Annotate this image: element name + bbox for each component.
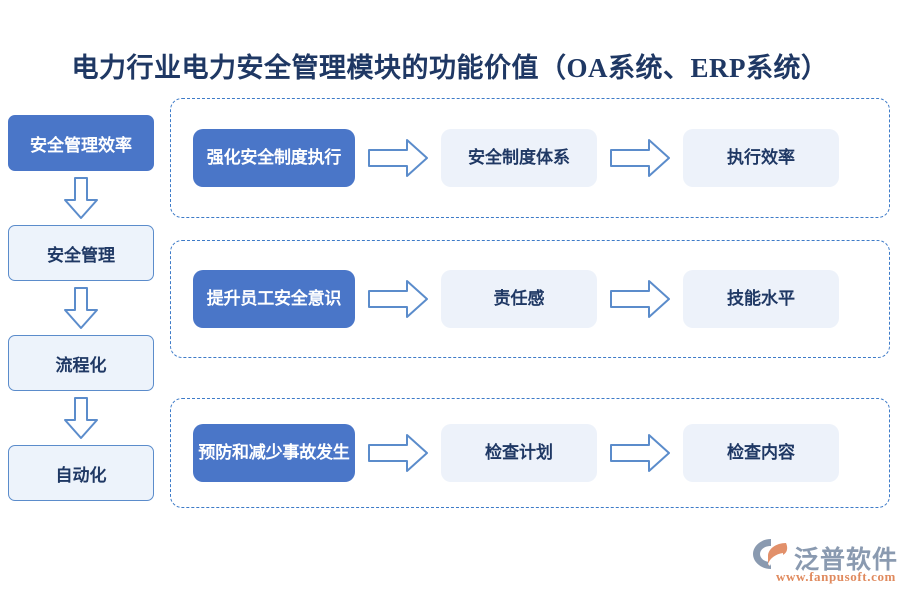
row-1-step-3-label: 执行效率 <box>727 147 795 167</box>
flow-row-3-container: 预防和减少事故发生 检查计划 检查内容 <box>170 398 890 508</box>
row-1-primary-node[interactable]: 强化安全制度执行 <box>193 129 355 187</box>
row-2-step-2-node[interactable]: 责任感 <box>441 270 597 328</box>
left-connector-2 <box>8 391 154 445</box>
row-3-step-3-node[interactable]: 检查内容 <box>683 424 839 482</box>
row-2-step-3-node[interactable]: 技能水平 <box>683 270 839 328</box>
flow-row-3: 预防和减少事故发生 检查计划 检查内容 <box>171 399 889 507</box>
row-3-step-2-label: 检查计划 <box>485 442 553 462</box>
arrow-down-icon <box>64 287 98 329</box>
arrow-right-icon <box>610 434 670 472</box>
row-2-primary-node[interactable]: 提升员工安全意识 <box>193 270 355 328</box>
arrow-down-icon <box>64 397 98 439</box>
arrow-right-icon <box>368 280 428 318</box>
arrow-down-icon <box>64 177 98 219</box>
flow-row-1: 强化安全制度执行 安全制度体系 执行效率 <box>171 99 889 217</box>
row-3-primary-label: 预防和减少事故发生 <box>198 442 350 462</box>
row-1-step-3-node[interactable]: 执行效率 <box>683 129 839 187</box>
row-1-arrow-2 <box>597 138 683 178</box>
watermark-brand: 泛普软件 <box>794 546 899 574</box>
row-2-arrow-2 <box>597 279 683 319</box>
arrow-right-icon <box>368 434 428 472</box>
row-1-step-2-node[interactable]: 安全制度体系 <box>441 129 597 187</box>
left-connector-0 <box>8 171 154 225</box>
row-3-arrow-1 <box>355 433 441 473</box>
row-1-step-2-label: 安全制度体系 <box>468 147 570 167</box>
row-3-arrow-2 <box>597 433 683 473</box>
row-1-arrow-1 <box>355 138 441 178</box>
arrow-right-icon <box>610 139 670 177</box>
left-node-0-label: 安全管理效率 <box>30 135 132 155</box>
arrow-right-icon <box>610 280 670 318</box>
row-1-primary-label: 强化安全制度执行 <box>206 147 342 167</box>
row-3-primary-node[interactable]: 预防和减少事故发生 <box>193 424 355 482</box>
left-node-3-label: 自动化 <box>55 465 107 485</box>
row-2-primary-label: 提升员工安全意识 <box>206 288 342 308</box>
row-2-step-3-label: 技能水平 <box>727 288 795 308</box>
left-node-0[interactable]: 安全管理效率 <box>8 115 154 171</box>
row-2-step-2-label: 责任感 <box>493 288 545 308</box>
arrow-right-icon <box>368 139 428 177</box>
left-connector-1 <box>8 281 154 335</box>
left-node-2-label: 流程化 <box>55 355 107 375</box>
fanpu-swoosh-logo-icon <box>753 539 788 569</box>
left-node-1-label: 安全管理 <box>47 245 115 265</box>
row-3-step-2-node[interactable]: 检查计划 <box>441 424 597 482</box>
watermark-url: www.fanpusoft.com <box>776 569 896 584</box>
left-node-1[interactable]: 安全管理 <box>8 225 154 281</box>
row-2-arrow-1 <box>355 279 441 319</box>
left-node-3[interactable]: 自动化 <box>8 445 154 501</box>
watermark: 泛普软件 www.fanpusoft.com <box>752 538 897 592</box>
flow-row-2: 提升员工安全意识 责任感 技能水平 <box>171 241 889 357</box>
left-flow-column: 安全管理效率 安全管理 流程化 自动化 <box>8 115 154 501</box>
flow-row-1-container: 强化安全制度执行 安全制度体系 执行效率 <box>170 98 890 218</box>
row-3-step-3-label: 检查内容 <box>727 442 795 462</box>
flow-row-2-container: 提升员工安全意识 责任感 技能水平 <box>170 240 890 358</box>
page-title: 电力行业电力安全管理模块的功能价值（OA系统、ERP系统） <box>71 53 829 83</box>
left-node-2[interactable]: 流程化 <box>8 335 154 391</box>
